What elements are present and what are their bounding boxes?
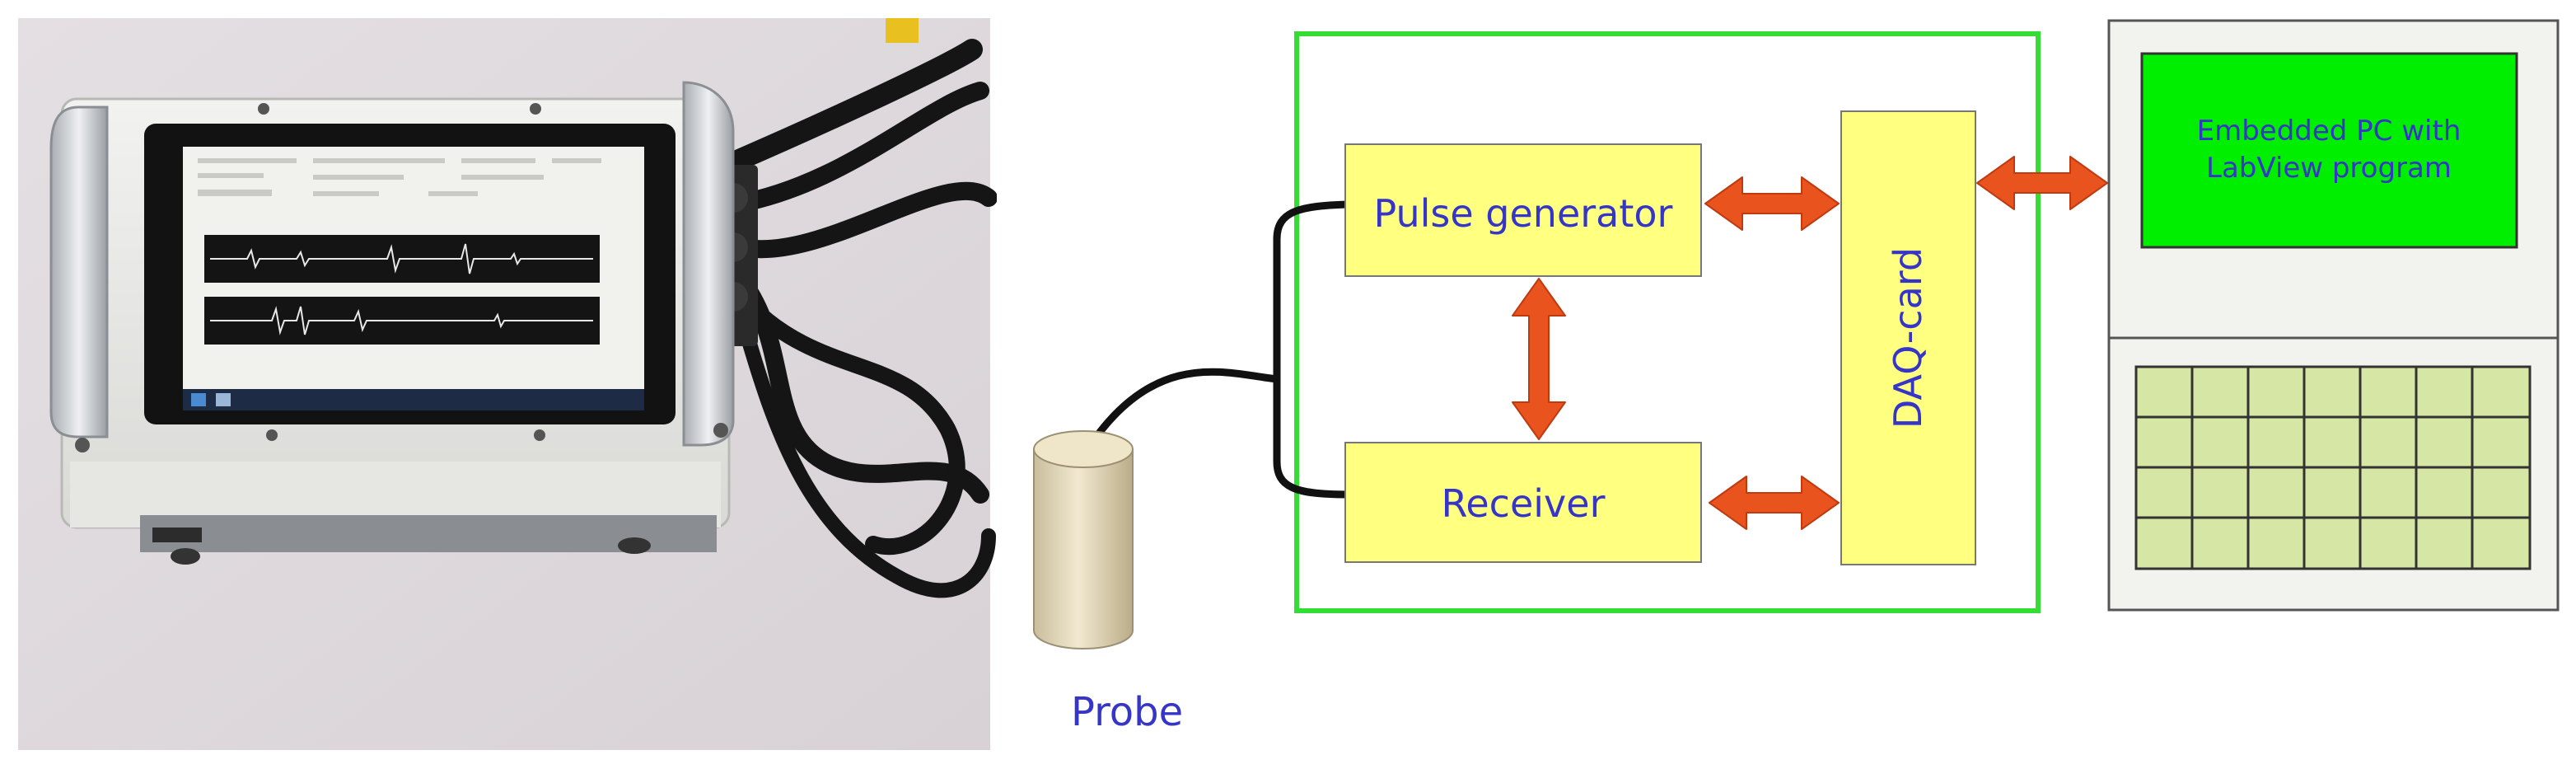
probe-cable xyxy=(1087,200,1351,499)
screw-icons xyxy=(75,103,728,452)
receiver-block xyxy=(1344,442,1702,563)
cable-bundle xyxy=(698,39,997,598)
arrow-daq-pc xyxy=(1976,156,2108,210)
arrow-pulse-daq xyxy=(1704,176,1840,231)
daq-card-label: DAQ-card xyxy=(1886,247,1930,429)
arrow-receiver-daq xyxy=(1709,476,1840,530)
probe-label: Probe xyxy=(1071,689,1183,735)
keyboard-icon xyxy=(2134,365,2532,570)
pc-screen xyxy=(2140,52,2518,249)
left-handle xyxy=(49,106,109,438)
pulse-generator-label: Pulse generator xyxy=(1374,191,1673,236)
arrow-pulse-receiver xyxy=(1512,278,1566,440)
right-handle xyxy=(682,81,735,447)
pc-label-line1: Embedded PC with xyxy=(2197,115,2461,148)
device-photo xyxy=(18,18,997,750)
daq-card-block xyxy=(1840,110,1976,565)
receiver-label: Receiver xyxy=(1441,481,1605,526)
embedded-pc: Embedded PC with LabView program xyxy=(2107,19,2560,612)
pc-label-line2: LabView program xyxy=(2206,152,2452,185)
probe-icon xyxy=(1033,430,1134,649)
pulse-generator-block xyxy=(1344,143,1702,277)
